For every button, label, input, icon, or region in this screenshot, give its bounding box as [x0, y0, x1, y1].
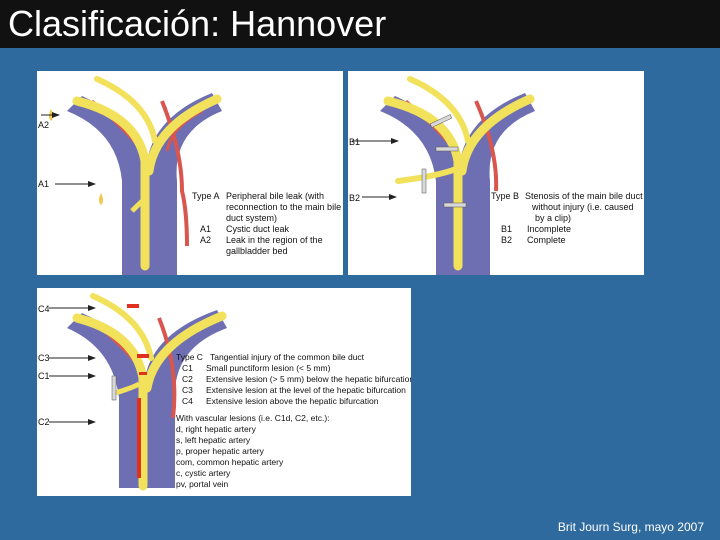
marker-a1: A1 [38, 179, 50, 189]
clip [111, 375, 117, 401]
marker-a2: A2 [38, 120, 50, 130]
legend-text: Complete [527, 235, 566, 245]
legend-text: Extensive lesion (> 5 mm) below the hepa… [206, 374, 411, 384]
legend-text: Small punctiform lesion (< 5 mm) [206, 363, 331, 373]
bile-duct-left [72, 313, 148, 491]
panel-type-c: C4 C3 C1 C2 Type C Tangential injury of … [37, 288, 411, 496]
bile-duct-left [72, 96, 150, 271]
legend-code: C2 [182, 374, 193, 384]
vascular-item: com, common hepatic artery [176, 457, 284, 467]
panel-type-a: A2 A1 Type A Peripheral bile leak (with … [37, 71, 343, 275]
legend-code: C4 [182, 396, 193, 406]
citation: Brit Journ Surg, mayo 2007 [557, 520, 704, 534]
bile-duct-right [457, 94, 535, 176]
marker-c4: C4 [38, 304, 50, 314]
type-c-desc: Tangential injury of the common bile duc… [210, 352, 365, 362]
type-a-heading: Type A [192, 191, 220, 201]
type-b-desc-line: by a clip) [535, 213, 572, 223]
hepatic-artery [474, 100, 499, 192]
clip-b1-lower [435, 146, 459, 152]
type-c-legend: Type C Tangential injury of the common b… [176, 352, 411, 490]
type-b-heading: Type B [491, 191, 520, 201]
marker-c1: C1 [38, 371, 50, 381]
vascular-item: s, left hepatic artery [176, 435, 251, 445]
clip-b2-cystic [421, 168, 427, 194]
title-bar: Clasificación: Hannover [0, 0, 720, 48]
cystic-duct [114, 381, 141, 396]
marker-b2: B2 [349, 193, 361, 203]
lesion-c4 [127, 304, 139, 308]
marker-c3: C3 [38, 353, 50, 363]
bile-duct-upper [407, 76, 471, 144]
type-a-desc-line: Peripheral bile leak (with [226, 191, 325, 201]
legend-code: C1 [182, 363, 193, 373]
diagram-type-a [41, 76, 222, 275]
slide-title: Clasificación: Hannover [8, 3, 387, 44]
type-a-legend: Type A Peripheral bile leak (with reconn… [192, 191, 341, 257]
legend-text: Leak in the region of the [226, 235, 323, 245]
hepatic-artery [157, 317, 177, 419]
type-b-legend: Type B Stenosis of the main bile duct wi… [491, 191, 643, 246]
diagram-type-c [49, 293, 227, 491]
type-b-desc-line: Stenosis of the main bile duct [525, 191, 643, 201]
type-b-desc-line: without injury (i.e. caused [532, 202, 634, 212]
legend-text: Extensive lesion at the level of the hep… [206, 385, 406, 395]
bile-duct-upper [94, 76, 158, 144]
legend-text: gallbladder bed [226, 246, 288, 256]
type-a-desc-line: reconnection to the main bile [226, 202, 342, 212]
marker-b1: B1 [349, 137, 361, 147]
legend-code: A2 [200, 235, 212, 245]
bile-duct-right [144, 94, 222, 176]
bile-duct-right [142, 311, 227, 393]
diagram-type-b [352, 76, 535, 275]
legend-text: Cystic duct leak [226, 224, 290, 234]
legend-code: B2 [501, 235, 513, 245]
lesion-c1 [139, 372, 147, 375]
bile-duct-left [383, 96, 463, 271]
panel-type-b: B1 B2 Type B Stenosis of the main bile d… [348, 71, 644, 275]
cystic-duct [130, 196, 147, 213]
marker-c2: C2 [38, 417, 50, 427]
bile-duct-upper [90, 293, 154, 361]
legend-code: C3 [182, 385, 193, 395]
clip-b1-upper [429, 114, 453, 128]
vascular-item: p, proper hepatic artery [176, 446, 264, 456]
clip-b2-main [443, 202, 467, 208]
bile-drop-a1 [99, 193, 103, 205]
vascular-heading: With vascular lesions (i.e. C1d, C2, etc… [176, 413, 330, 423]
lesion-c2 [137, 398, 141, 478]
legend-text: Extensive lesion above the hepatic bifur… [206, 396, 379, 406]
vascular-item: c, cystic artery [176, 468, 231, 478]
legend-text: Incomplete [527, 224, 572, 234]
type-a-desc-line: duct system) [226, 213, 278, 223]
legend-code: A1 [200, 224, 212, 234]
legend-code: B1 [501, 224, 513, 234]
vascular-item: d, right hepatic artery [176, 424, 256, 434]
cystic-duct [395, 166, 459, 184]
lesion-c3 [137, 354, 149, 358]
type-c-heading: Type C [176, 352, 203, 362]
vascular-item: pv, portal vein [176, 479, 229, 489]
